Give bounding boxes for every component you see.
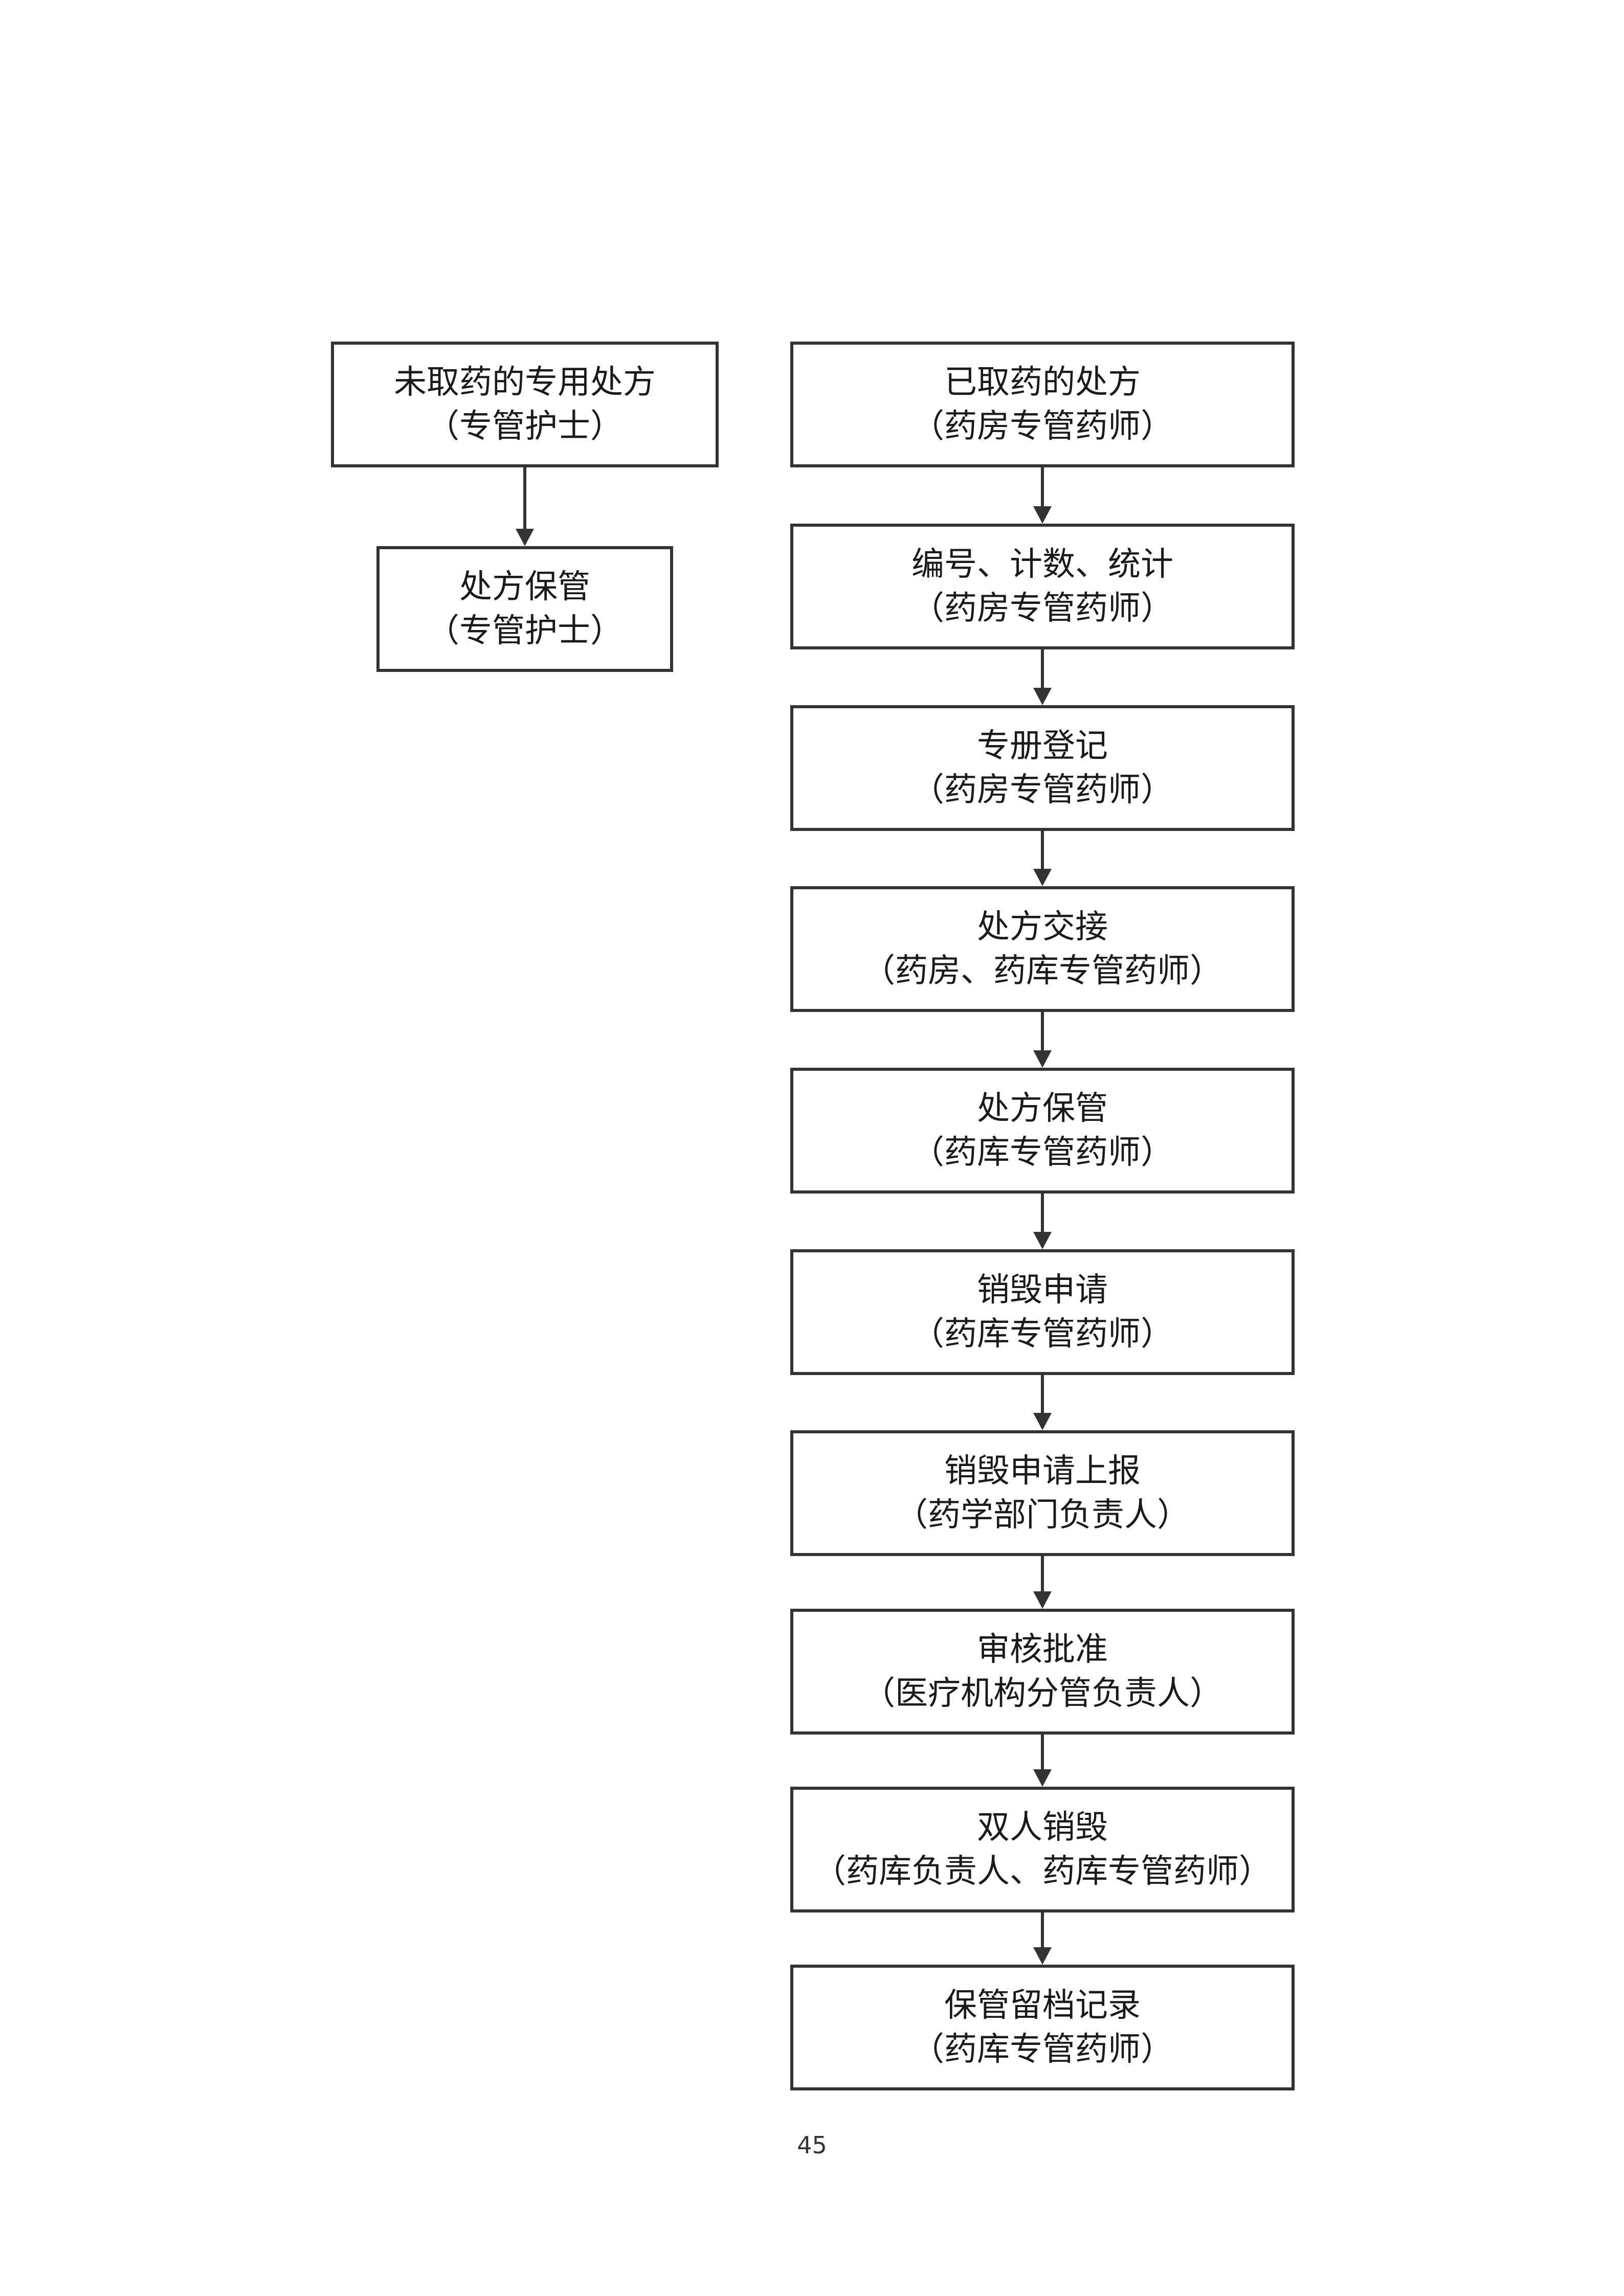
- node-archive-record: 保管留档记录 （药库专管药师）: [790, 1965, 1295, 2090]
- node-handover: 处方交接 （药房、药库专管药师）: [790, 886, 1295, 1012]
- node-role: （药库负责人、药库专管药师）: [813, 1853, 1272, 1890]
- right-arrow-7: [1033, 1556, 1052, 1609]
- node-approval: 审核批准 （医疗机构分管负责人）: [790, 1609, 1295, 1735]
- node-dual-destruction: 双人销毁 （药库负责人、药库专管药师）: [790, 1787, 1295, 1912]
- node-title: 已取药的处方: [944, 363, 1141, 401]
- node-numbering-counting: 编号、计数、统计 （药房专管药师）: [790, 524, 1295, 649]
- node-title: 保管留档记录: [944, 1986, 1141, 2024]
- node-filled-prescription: 已取药的处方 （药房专管药师）: [790, 342, 1295, 467]
- node-title: 编号、计数、统计: [911, 545, 1173, 583]
- arrow-head-icon: [1033, 1232, 1052, 1249]
- node-unfilled-prescription: 未取药的专用处方 （专管护士）: [331, 342, 719, 467]
- right-arrow-2: [1033, 649, 1052, 705]
- arrow-head-icon: [1033, 1413, 1052, 1430]
- node-register: 专册登记 （药房专管药师）: [790, 705, 1295, 831]
- right-arrow-1: [1033, 467, 1052, 524]
- node-role: （药房专管药师）: [911, 408, 1173, 445]
- arrow-head-icon: [1033, 1947, 1052, 1965]
- node-role: （专管护士）: [427, 408, 623, 445]
- arrow-head-icon: [1033, 1591, 1052, 1609]
- node-title: 未取药的专用处方: [394, 363, 656, 401]
- arrow-head-icon: [1033, 1050, 1052, 1068]
- node-title: 双人销毁: [977, 1808, 1108, 1847]
- node-role: （药房专管药师）: [911, 590, 1173, 627]
- arrow-head-icon: [1033, 688, 1052, 705]
- node-title: 专册登记: [977, 727, 1108, 765]
- node-role: （药库专管药师）: [911, 2031, 1173, 2068]
- node-role: （药房、药库专管药师）: [862, 952, 1222, 990]
- left-arrow-1: [516, 467, 534, 546]
- node-role: （药库专管药师）: [911, 1315, 1173, 1353]
- node-destruction-application: 销毁申请 （药库专管药师）: [790, 1249, 1295, 1375]
- node-role: （药库专管药师）: [911, 1134, 1173, 1172]
- node-title: 销毁申请: [977, 1271, 1108, 1309]
- right-arrow-4: [1033, 1012, 1052, 1068]
- node-prescription-storage: 处方保管 （药库专管药师）: [790, 1068, 1295, 1194]
- node-role: （医疗机构分管负责人）: [862, 1675, 1222, 1713]
- node-application-report: 销毁申请上报 （药学部门负责人）: [790, 1430, 1295, 1556]
- node-prescription-storage-nurse: 处方保管 （专管护士）: [376, 546, 673, 672]
- arrow-head-icon: [1033, 506, 1052, 524]
- node-role: （药房专管药师）: [911, 771, 1173, 809]
- node-title: 处方交接: [977, 908, 1108, 946]
- node-role: （药学部门负责人）: [895, 1496, 1190, 1534]
- page-number: 45: [797, 2131, 827, 2159]
- right-arrow-8: [1033, 1735, 1052, 1787]
- right-arrow-6: [1033, 1375, 1052, 1430]
- right-arrow-9: [1033, 1912, 1052, 1965]
- node-title: 处方保管: [459, 568, 590, 606]
- arrow-head-icon: [1033, 1769, 1052, 1787]
- arrow-head-icon: [1033, 869, 1052, 886]
- node-role: （专管护士）: [427, 612, 623, 650]
- right-arrow-3: [1033, 831, 1052, 886]
- right-arrow-5: [1033, 1194, 1052, 1249]
- arrow-head-icon: [516, 529, 534, 546]
- node-title: 处方保管: [977, 1089, 1108, 1128]
- node-title: 审核批准: [977, 1630, 1108, 1669]
- node-title: 销毁申请上报: [944, 1452, 1141, 1490]
